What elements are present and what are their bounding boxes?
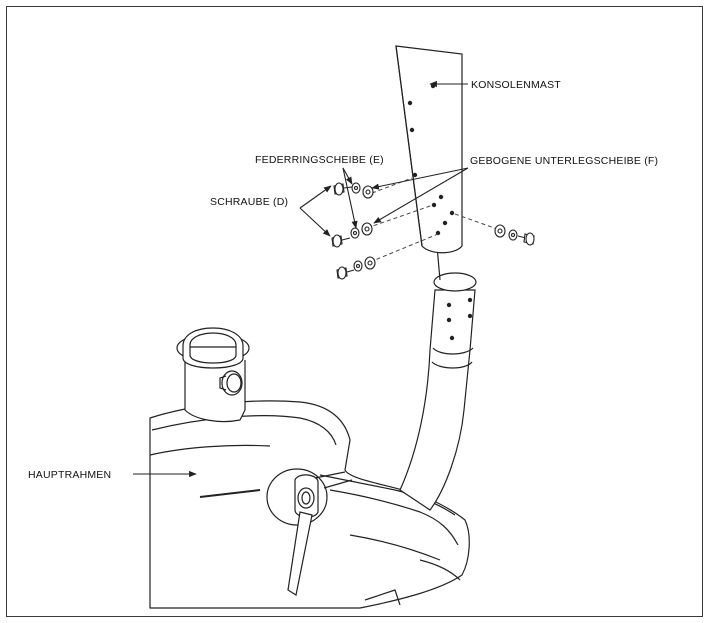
- screw-d: [333, 182, 353, 196]
- spring-washer-e: [351, 182, 361, 194]
- hardware: [331, 182, 535, 280]
- label-spring-washer: FEDERRINGSCHEIBE (E): [255, 154, 384, 166]
- label-screw: SCHRAUBE (D): [210, 196, 288, 208]
- seat-post-collar: [176, 327, 250, 423]
- label-main-frame: HAUPTRAHMEN: [28, 469, 111, 481]
- curved-washer-f: [361, 222, 373, 236]
- leader-lines: [133, 80, 469, 478]
- curved-washer-f: [364, 256, 376, 270]
- curved-washer-f: [362, 185, 374, 199]
- curved-washer-f: [494, 224, 506, 238]
- label-curved-washer: GEBOGENE UNTERLEGSCHEIBE (F): [470, 155, 658, 167]
- spring-washer-e: [508, 229, 518, 241]
- screw-d: [517, 232, 535, 246]
- console-mast-body: [395, 45, 463, 254]
- spring-washer-e: [350, 227, 360, 239]
- label-console-mast: KONSOLENMAST: [471, 79, 561, 91]
- screw-d: [331, 234, 351, 248]
- screw-d: [336, 266, 355, 280]
- flywheel-disc: [266, 468, 353, 596]
- lower-mast: [399, 272, 477, 511]
- spring-washer-e: [353, 260, 363, 272]
